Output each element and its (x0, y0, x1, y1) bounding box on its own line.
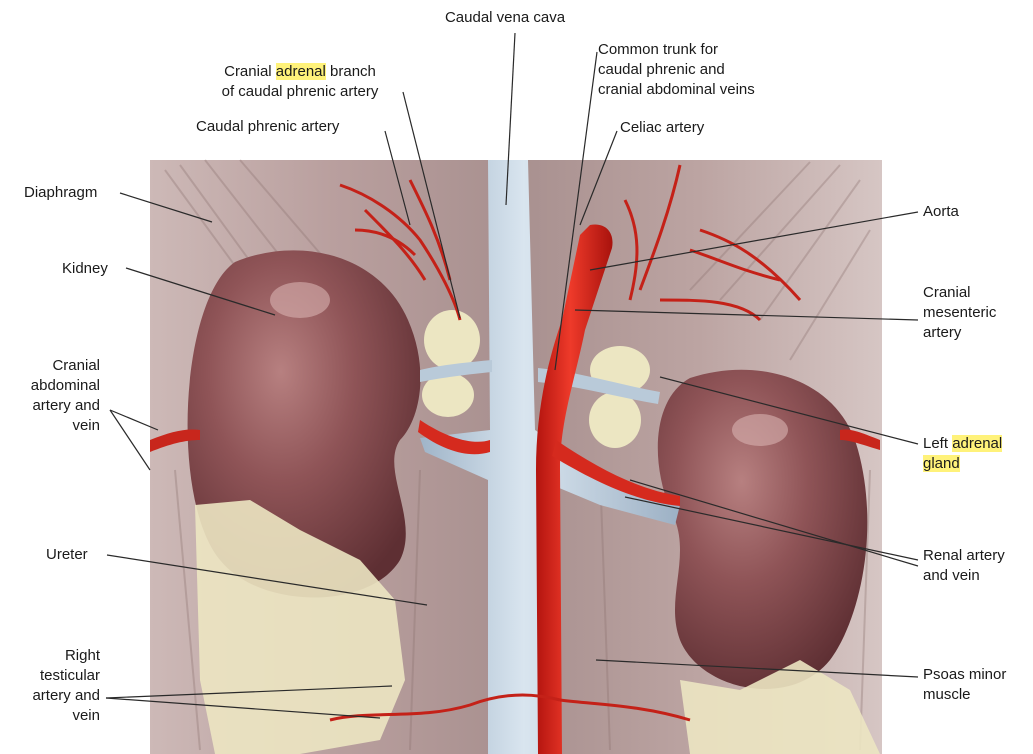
label-caudal-phrenic-artery-text: Caudal phrenic artery (196, 117, 339, 137)
label-renal-artery-vein: Renal artery and vein (923, 546, 1005, 586)
label-diaphragm: Diaphragm (24, 183, 97, 203)
label-common-trunk: Common trunk for caudal phrenic and cran… (598, 40, 755, 100)
label-cranial-abdominal-artery-vein: Cranial abdominal artery and vein (0, 356, 100, 436)
label-right-testicular-line2: testicular (0, 666, 100, 686)
label-left-adrenal-gland: Left adrenal gland (923, 434, 1002, 474)
label-cranial-abdominal-line1: Cranial (0, 356, 100, 376)
label-cranial-abdominal-line2: abdominal (0, 376, 100, 396)
label-ureter: Ureter (46, 545, 88, 565)
label-cranial-abdominal-line4: vein (0, 416, 100, 436)
label-left-adrenal-gland-line2: gland (923, 454, 1002, 474)
label-psoas-minor-muscle-line1: Psoas minor (923, 665, 1006, 685)
label-kidney: Kidney (62, 259, 108, 279)
label-right-testicular-line1: Right (0, 646, 100, 666)
label-kidney-text: Kidney (62, 259, 108, 279)
label-caudal-vena-cava: Caudal vena cava (410, 8, 600, 28)
label-celiac-artery: Celiac artery (620, 118, 704, 138)
label-cranial-mesenteric-artery-line1: Cranial (923, 283, 996, 303)
label-psoas-minor-muscle-line2: muscle (923, 685, 1006, 705)
label-common-trunk-line3: cranial abdominal veins (598, 80, 755, 100)
label-caudal-vena-cava-text: Caudal vena cava (410, 8, 600, 28)
label-cranial-mesenteric-artery-line3: artery (923, 323, 996, 343)
label-left-adrenal-gland-pre: Left (923, 435, 952, 452)
label-cranial-adrenal-branch-post: branch (326, 63, 376, 80)
label-cranial-mesenteric-artery-line2: mesenteric (923, 303, 996, 323)
label-left-adrenal-gland-highlight: adrenal (952, 435, 1002, 452)
label-common-trunk-line1: Common trunk for (598, 40, 755, 60)
label-cranial-adrenal-branch-pre: Cranial (224, 63, 276, 80)
label-cranial-mesenteric-artery: Cranial mesenteric artery (923, 283, 996, 343)
label-renal-artery-vein-line2: and vein (923, 566, 1005, 586)
label-cranial-adrenal-branch-line2: of caudal phrenic artery (185, 82, 415, 102)
label-aorta: Aorta (923, 202, 959, 222)
label-cranial-abdominal-line3: artery and (0, 396, 100, 416)
label-cranial-adrenal-branch: Cranial adrenal branch of caudal phrenic… (185, 62, 415, 102)
label-renal-artery-vein-line1: Renal artery (923, 546, 1005, 566)
label-cranial-adrenal-branch-line1: Cranial adrenal branch (185, 62, 415, 82)
label-right-testicular-line3: artery and (0, 686, 100, 706)
label-diaphragm-text: Diaphragm (24, 183, 97, 203)
label-left-adrenal-gland-line1: Left adrenal (923, 434, 1002, 454)
label-left-adrenal-gland-highlight2: gland (923, 455, 960, 472)
label-ureter-text: Ureter (46, 545, 88, 565)
label-cranial-adrenal-branch-highlight: adrenal (276, 63, 326, 80)
label-right-testicular-artery-vein: Right testicular artery and vein (0, 646, 100, 726)
label-right-testicular-line4: vein (0, 706, 100, 726)
label-caudal-phrenic-artery: Caudal phrenic artery (196, 117, 339, 137)
label-aorta-text: Aorta (923, 202, 959, 222)
left-kidney (658, 370, 868, 689)
label-psoas-minor-muscle: Psoas minor muscle (923, 665, 1006, 705)
label-common-trunk-line2: caudal phrenic and (598, 60, 755, 80)
label-celiac-artery-text: Celiac artery (620, 118, 704, 138)
